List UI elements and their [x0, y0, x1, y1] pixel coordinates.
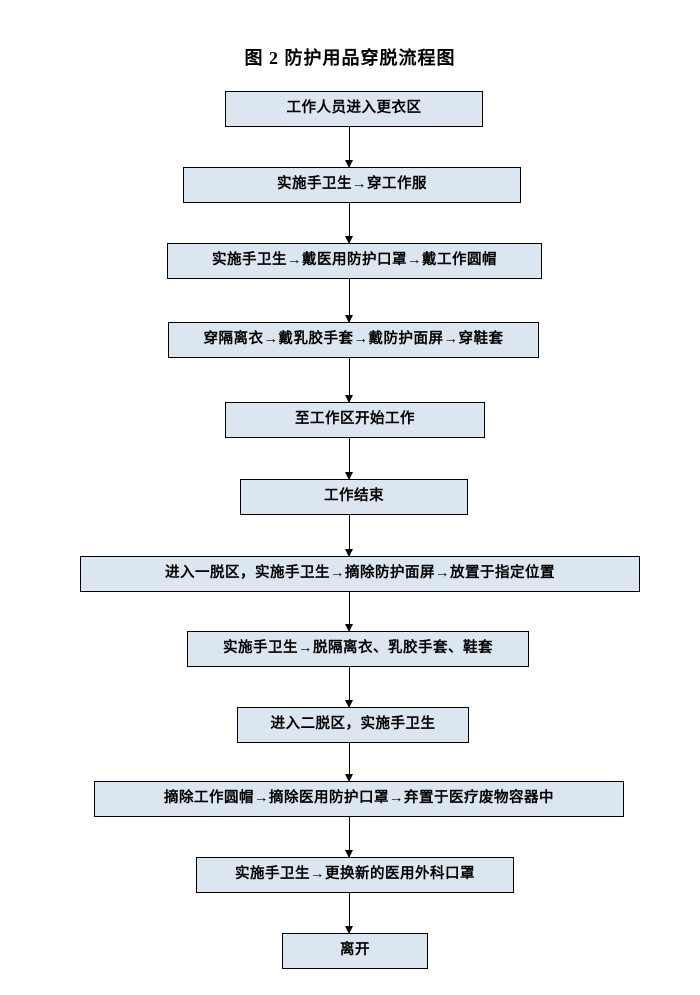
connector-arrow-n7-to-n8: [345, 592, 353, 632]
flow-node-n4: 穿隔离衣→戴乳胶手套→戴防护面屏→穿鞋套: [168, 322, 539, 358]
connector-arrow-n10-to-n11: [345, 817, 353, 858]
flow-node-n3: 实施手卫生→戴医用防护口罩→戴工作圆帽: [167, 243, 542, 279]
connector-arrow-n4-to-n5: [345, 358, 353, 403]
figure-title: 图 2 防护用品穿脱流程图: [244, 48, 456, 68]
flow-node-n1: 工作人员进入更衣区: [225, 91, 483, 127]
flow-node-n12: 离开: [282, 933, 428, 969]
flow-node-n7: 进入一脱区，实施手卫生→摘除防护面屏→放置于指定位置: [80, 556, 640, 592]
connector-arrow-n11-to-n12: [345, 893, 353, 934]
connector-arrow-n1-to-n2: [345, 127, 353, 168]
connector-arrow-n8-to-n9: [345, 667, 353, 708]
flow-node-n5: 至工作区开始工作: [225, 402, 485, 438]
flow-node-n2: 实施手卫生→穿工作服: [183, 167, 521, 203]
connector-arrow-n6-to-n7: [345, 515, 353, 557]
connector-arrow-n3-to-n4: [345, 279, 353, 323]
flow-node-n9: 进入二脱区，实施手卫生: [237, 707, 469, 743]
connector-arrow-n2-to-n3: [345, 203, 353, 244]
flow-node-n8: 实施手卫生→脱隔离衣、乳胶手套、鞋套: [187, 631, 529, 667]
connector-arrow-n5-to-n6: [345, 438, 353, 480]
connector-arrow-n9-to-n10: [345, 743, 353, 782]
flow-node-n10: 摘除工作圆帽→摘除医用防护口罩→弃置于医疗废物容器中: [94, 781, 624, 817]
flow-node-n11: 实施手卫生→更换新的医用外科口罩: [196, 857, 514, 893]
flow-node-n6: 工作结束: [240, 479, 468, 515]
